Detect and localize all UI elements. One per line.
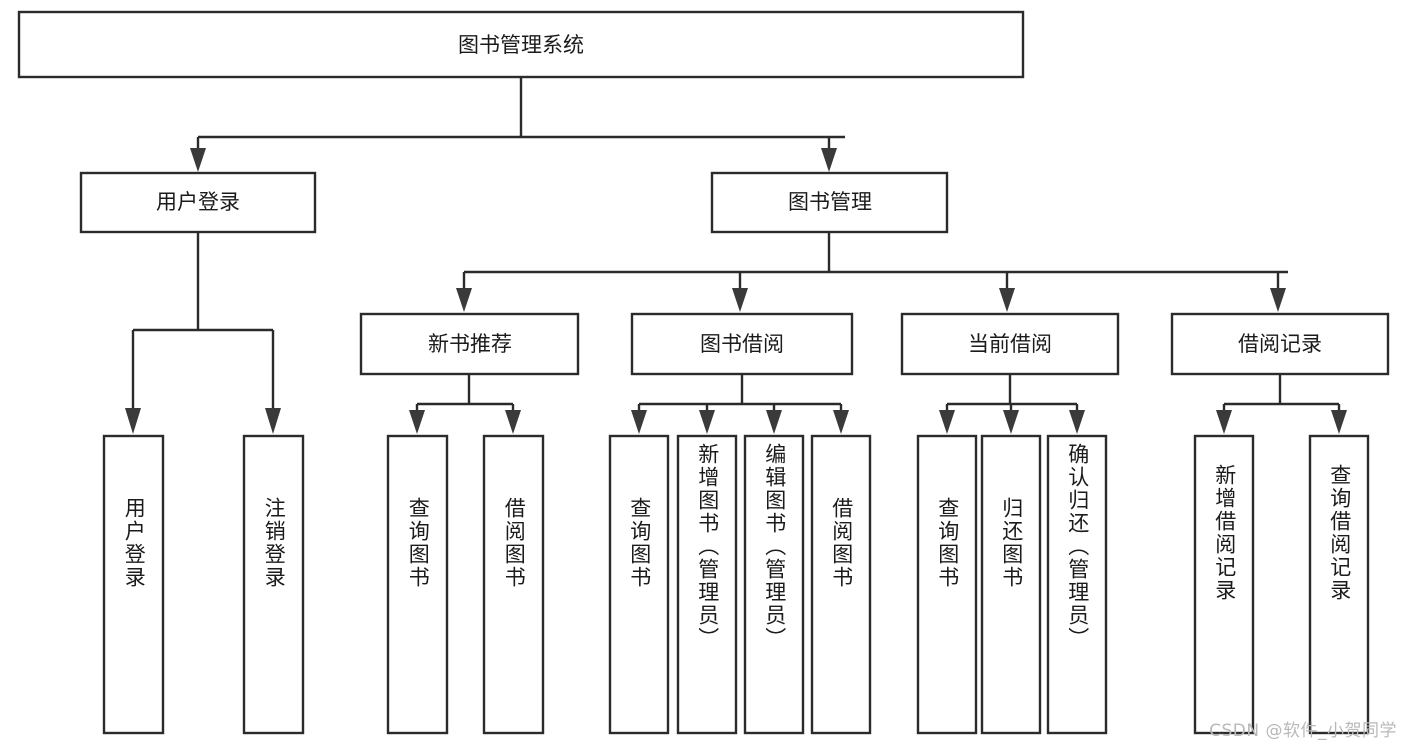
node-user-login-label: 用户登录 bbox=[156, 190, 240, 214]
arrow-head-leaf-edit-book bbox=[766, 410, 782, 434]
arrow-head-to-book-mgmt bbox=[821, 148, 837, 172]
leaf-query-book-rec-box[interactable] bbox=[386, 434, 449, 735]
arrow-head-to-book-borrow bbox=[732, 288, 748, 312]
connector-group-currentborrow-to-leaves bbox=[939, 374, 1085, 434]
arrow-head-leaf-user-login bbox=[125, 408, 141, 434]
arrow-head-leaf-borrow-book-2 bbox=[833, 410, 849, 434]
arrow-head-leaf-return-book bbox=[1003, 410, 1019, 434]
node-root-box[interactable] bbox=[17, 10, 1025, 79]
arrow-head-leaf-query-book-3 bbox=[939, 410, 955, 434]
node-current-borrow-box[interactable] bbox=[900, 312, 1120, 376]
connector-group-borrowrecord-to-leaves bbox=[1216, 374, 1347, 434]
leaf-query-book-current-box[interactable] bbox=[916, 434, 978, 735]
arrow-head-to-new-book-rec bbox=[456, 288, 472, 312]
arrow-head-to-current-borrow bbox=[999, 288, 1015, 312]
leaf-query-book-borrow-box[interactable] bbox=[608, 434, 670, 735]
leaf-add-book-box[interactable] bbox=[676, 434, 738, 735]
arrow-head-leaf-add-record bbox=[1216, 410, 1232, 434]
arrow-head-leaf-borrow-book-1 bbox=[505, 410, 521, 434]
connector-group-bookmgmt-to-level3 bbox=[456, 232, 1288, 312]
leaf-logout-box[interactable] bbox=[242, 434, 305, 735]
arrow-head-leaf-query-book-1 bbox=[409, 410, 425, 434]
arrow-head-leaf-query-record bbox=[1331, 410, 1347, 434]
leaf-add-borrow-record-box[interactable] bbox=[1193, 434, 1255, 735]
arrow-head-to-borrow-record bbox=[1270, 288, 1286, 312]
connector-group-userlogin-to-leaves bbox=[125, 232, 281, 434]
leaf-borrow-book-box[interactable] bbox=[810, 434, 872, 735]
node-book-borrow-label: 图书借阅 bbox=[700, 332, 784, 356]
arrow-head-to-user-login bbox=[190, 148, 206, 172]
node-borrow-record-box[interactable] bbox=[1170, 312, 1390, 376]
node-book-borrow-box[interactable] bbox=[630, 312, 854, 376]
leaf-user-login-box[interactable] bbox=[102, 434, 165, 735]
node-new-book-recommend-label: 新书推荐 bbox=[428, 332, 512, 356]
csdn-watermark: CSDN @软件_小贺同学 bbox=[1209, 721, 1397, 741]
leaf-borrow-book-rec-box[interactable] bbox=[482, 434, 545, 735]
connector-group-bookborrow-to-leaves bbox=[631, 374, 849, 434]
node-root-label: 图书管理系统 bbox=[458, 33, 584, 57]
arrow-head-leaf-logout bbox=[265, 408, 281, 434]
arrow-head-leaf-confirm-return bbox=[1069, 410, 1085, 434]
node-book-management-box[interactable] bbox=[710, 171, 949, 234]
leaf-confirm-return-box[interactable] bbox=[1046, 434, 1108, 735]
arrow-head-leaf-query-book-2 bbox=[631, 410, 647, 434]
connector-group-newbookrec-to-leaves bbox=[409, 374, 521, 434]
leaf-query-borrow-record-box[interactable] bbox=[1308, 434, 1370, 735]
node-new-book-recommend-box[interactable] bbox=[359, 312, 580, 376]
node-book-management-label: 图书管理 bbox=[788, 190, 872, 214]
connector-group-root-to-level2 bbox=[190, 77, 845, 172]
node-current-borrow-label: 当前借阅 bbox=[968, 332, 1052, 356]
node-user-login-box[interactable] bbox=[79, 171, 317, 234]
node-borrow-record-label: 借阅记录 bbox=[1238, 332, 1322, 356]
arrow-head-leaf-add-book bbox=[699, 410, 715, 434]
leaf-return-book-box[interactable] bbox=[980, 434, 1042, 735]
leaf-edit-book-box[interactable] bbox=[743, 434, 805, 735]
